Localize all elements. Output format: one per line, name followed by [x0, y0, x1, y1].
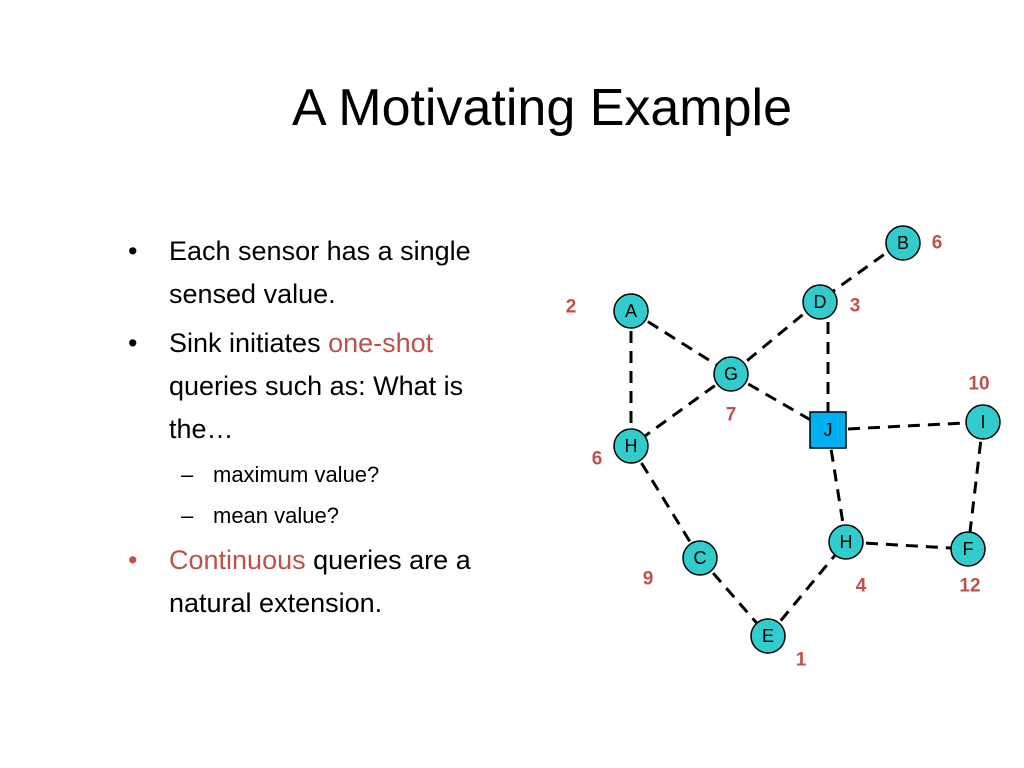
edge-h-f: [845, 540, 969, 551]
node-j-sink: J: [809, 411, 847, 449]
node-e-circle: [750, 618, 786, 654]
node-a: A: [613, 293, 649, 329]
value-f: 12: [959, 576, 980, 597]
node-h-top-label: H: [625, 436, 638, 456]
value-c: 9: [643, 569, 654, 590]
node-h-top: H: [613, 428, 649, 464]
node-d-label: D: [814, 292, 827, 312]
node-h-bottom-circle: [828, 524, 864, 560]
node-i-label: I: [980, 412, 985, 432]
bullet-item: • Sink initiates one-shot queries such a…: [128, 322, 528, 451]
node-e-label: E: [762, 626, 774, 646]
sub-bullet-text: mean value?: [213, 503, 339, 528]
sub-bullet-marker: –: [181, 462, 194, 487]
node-d-circle: [802, 284, 838, 320]
bullet-marker: •: [128, 545, 138, 575]
edge-i-f: [966, 421, 985, 550]
node-g-label: G: [724, 364, 738, 384]
node-g: G: [713, 356, 749, 392]
bullet-item: • Each sensor has a single sensed value.: [128, 230, 528, 316]
bullet-text: Each sensor has a single sensed value.: [169, 236, 471, 309]
node-h-top-circle: [613, 428, 649, 464]
node-i: I: [965, 404, 1001, 440]
bullet-accent-text: Continuous: [169, 545, 306, 575]
node-a-label: A: [625, 301, 637, 321]
edge-e-h: [766, 541, 848, 637]
node-b-label: B: [897, 233, 909, 253]
sub-bullet-item: – mean value?: [128, 498, 528, 534]
node-e: E: [750, 618, 786, 654]
bullet-accent-text: one-shot: [328, 328, 434, 358]
node-c: C: [682, 540, 718, 576]
node-b-circle: [885, 225, 921, 261]
bullet-marker: •: [128, 328, 138, 358]
value-a: 2: [566, 297, 577, 318]
edge-j-i: [827, 420, 984, 432]
node-i-circle: [965, 404, 1001, 440]
edge-g-h: [630, 372, 732, 448]
node-h-bottom-label: H: [840, 532, 853, 552]
node-j-label: J: [824, 420, 833, 440]
node-c-label: C: [694, 548, 707, 568]
value-h-top: 6: [592, 449, 603, 470]
bullet-item: • Continuous queries are a natural exten…: [128, 539, 528, 625]
node-g-circle: [713, 356, 749, 392]
sub-bullet-item: – maximum value?: [128, 457, 528, 493]
node-b: B: [885, 225, 921, 261]
bullet-text-prefix: Sink initiates: [169, 328, 329, 358]
bullet-text-suffix: queries such as: What is the…: [169, 371, 464, 444]
sink-square: [809, 411, 847, 449]
node-c-circle: [682, 540, 718, 576]
node-f-label: F: [963, 539, 974, 559]
value-g: 7: [726, 405, 737, 426]
bullet-list: • Each sensor has a single sensed value.…: [128, 230, 528, 631]
sub-bullet-text: maximum value?: [213, 462, 380, 487]
value-d: 3: [850, 296, 861, 317]
node-h-bottom: H: [828, 524, 864, 560]
sub-bullet-marker: –: [181, 503, 194, 528]
sensed-values: 6 3 2 7 6 10 9 4 12 1: [566, 233, 990, 671]
bullet-text-suffix: queries are a natural extension.: [169, 545, 471, 618]
node-d: D: [802, 284, 838, 320]
value-e: 1: [796, 650, 807, 671]
value-h-bottom: 4: [856, 576, 867, 597]
bullet-marker: •: [128, 236, 138, 266]
slide-title: A Motivating Example: [291, 79, 793, 137]
edge-h-c: [629, 445, 702, 559]
value-i: 10: [968, 374, 989, 395]
node-f: F: [950, 531, 986, 567]
node-f-circle: [950, 531, 986, 567]
value-b: 6: [932, 233, 943, 254]
node-a-circle: [613, 293, 649, 329]
